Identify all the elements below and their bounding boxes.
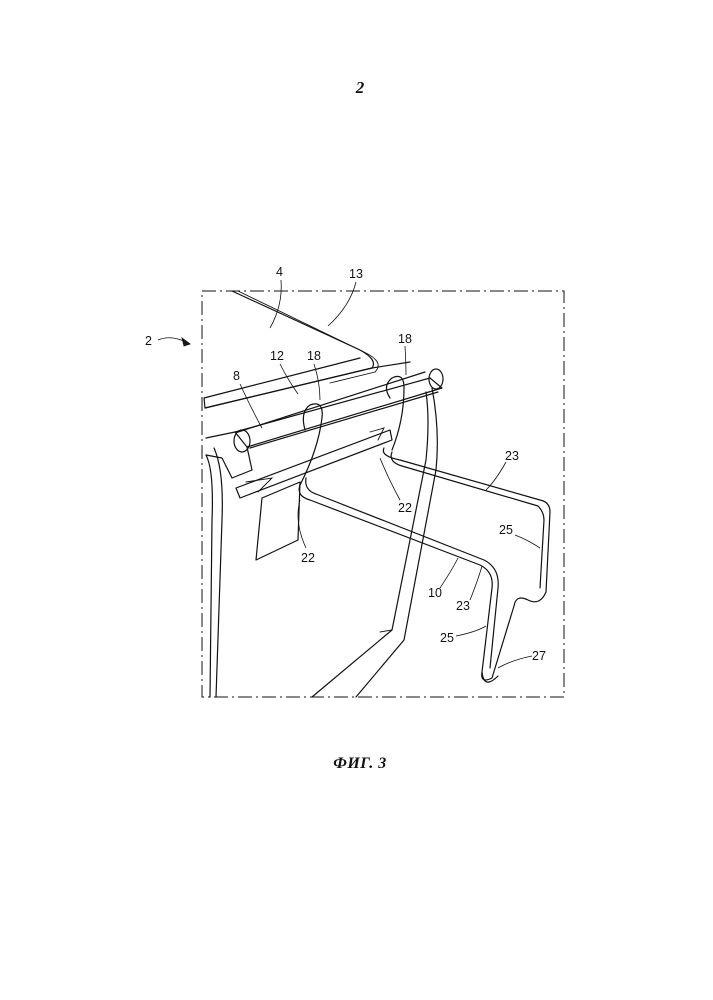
hinge-rod: [238, 372, 438, 448]
hinge-shelf-inner: [246, 428, 384, 492]
bin-wall-left-inner: [214, 448, 222, 697]
label-wire-frame: 10: [428, 586, 442, 600]
label-leg-upper: 25: [499, 523, 513, 537]
bin-front-panel: [256, 482, 300, 560]
hinge-bar-lower: [206, 432, 252, 478]
wire-hook-left: [300, 404, 322, 485]
lid-rim: [238, 291, 378, 383]
hinge-bar: [235, 378, 442, 447]
label-foot: 27: [532, 649, 546, 663]
label-leg-lower: 25: [440, 631, 454, 645]
label-hook-right: 18: [398, 332, 412, 346]
arrow-assembly: [182, 338, 190, 346]
leader-hook-right: [405, 346, 406, 375]
label-bend-right: 22: [398, 501, 412, 515]
label-assembly: 2: [145, 334, 152, 348]
leader-rim: [328, 282, 356, 326]
label-hinge-bar: 8: [233, 369, 240, 383]
leader-arm-lower: [470, 566, 482, 600]
hinge-shelf: [236, 430, 392, 498]
leader-foot: [498, 656, 532, 668]
leader-hinge-bar: [240, 384, 262, 428]
label-hinge-axis: 12: [270, 349, 284, 363]
leader-lid: [270, 280, 281, 328]
label-rim: 13: [349, 267, 363, 281]
label-hook-left: 18: [307, 349, 321, 363]
bin-wall-left: [206, 455, 212, 697]
label-bend-left: 22: [301, 551, 315, 565]
label-arm-upper: 23: [505, 449, 519, 463]
leader-leg-lower: [456, 626, 486, 636]
wire-foot: [482, 672, 498, 682]
label-lid: 4: [276, 265, 283, 279]
label-arm-lower: 23: [456, 599, 470, 613]
wire-frame-inner: [306, 452, 544, 668]
detail-boundary: [202, 291, 564, 697]
leader-leg-upper: [515, 535, 540, 548]
leader-wire-frame: [440, 558, 458, 588]
lid: [204, 291, 374, 408]
figure-caption: ФИГ. 3: [300, 755, 420, 773]
wire-frame: [299, 448, 550, 680]
